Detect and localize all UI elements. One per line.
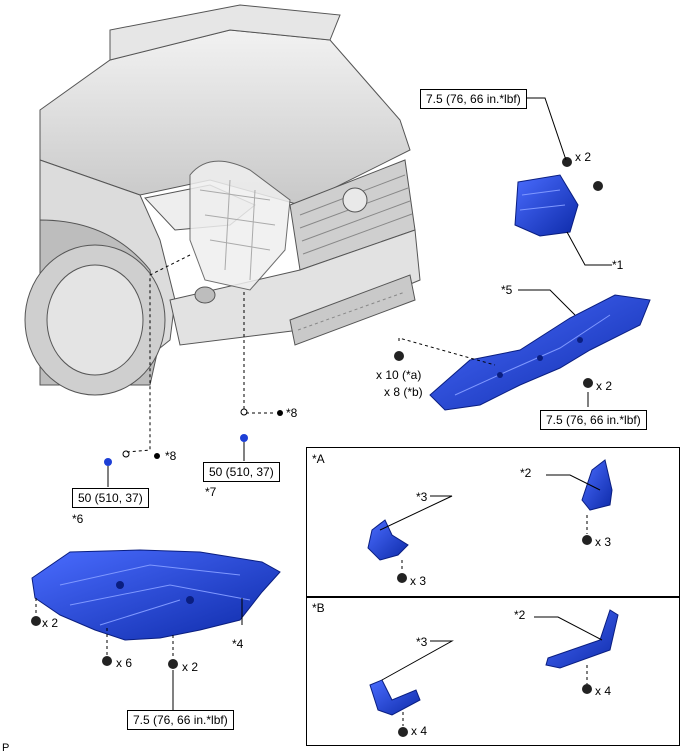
torque-label-part-7: 50 (510, 37) xyxy=(203,462,280,482)
panel-a-graphics xyxy=(367,459,613,572)
vehicle-front xyxy=(24,4,421,396)
qty-part-1-bolts: x 2 xyxy=(575,150,592,164)
panel-b-graphics xyxy=(369,609,619,726)
part-label-a-3: *3 xyxy=(416,490,428,504)
part-label-4: *4 xyxy=(232,637,244,651)
leader-lines xyxy=(35,97,612,710)
torque-label-part-5: 7.5 (76, 66 in.*lbf) xyxy=(540,410,647,430)
torque-label-part-1: 7.5 (76, 66 in.*lbf) xyxy=(420,89,527,109)
panel-label-b: *B xyxy=(312,601,325,615)
clip-icons xyxy=(122,408,283,459)
qty-b-2-bolts: x 4 xyxy=(595,684,612,698)
qty-b-3-bolts: x 4 xyxy=(411,724,428,738)
qty-part-4-mid2: x 2 xyxy=(182,660,199,674)
qty-part-5-clips-a: x 10 (*a) xyxy=(376,368,422,382)
part-label-b-2: *2 xyxy=(514,608,526,622)
part-label-b-3: *3 xyxy=(416,635,428,649)
bolt-icons xyxy=(31,351,593,737)
part-label-8-lower: *8 xyxy=(165,449,177,463)
footer-mark: P xyxy=(2,742,10,754)
panel-label-a: *A xyxy=(312,452,325,466)
qty-a-3-bolts: x 3 xyxy=(410,574,427,588)
part-4-graphic xyxy=(31,549,281,641)
torque-label-part-6: 50 (510, 37) xyxy=(72,488,149,508)
qty-part-5-clips-b: x 8 (*b) xyxy=(384,385,423,399)
qty-part-4-mid6: x 6 xyxy=(116,656,133,670)
part-label-5: *5 xyxy=(501,283,513,297)
detail-panel-b xyxy=(306,597,680,746)
part-label-6: *6 xyxy=(72,512,84,526)
qty-part-4-left: x 2 xyxy=(42,616,59,630)
torque-label-part-4: 7.5 (76, 66 in.*lbf) xyxy=(127,710,234,730)
part-1-graphic xyxy=(514,157,603,237)
part-label-8-upper: *8 xyxy=(286,406,298,420)
qty-a-2-bolts: x 3 xyxy=(595,535,612,549)
part-label-a-2: *2 xyxy=(520,466,532,480)
part-label-7: *7 xyxy=(205,485,217,499)
part-5-graphic xyxy=(429,294,651,411)
part-label-1: *1 xyxy=(612,258,624,272)
detail-panel-a xyxy=(306,447,680,597)
qty-part-5-bolts: x 2 xyxy=(596,379,613,393)
